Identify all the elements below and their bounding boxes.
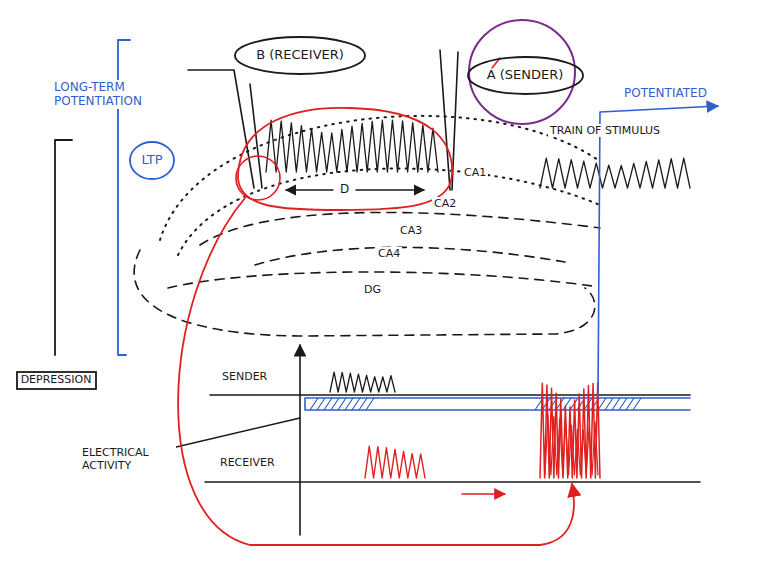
ltp-circle: LTP [129, 141, 175, 180]
receiver-burst [365, 446, 425, 478]
highlight-circle [469, 20, 575, 124]
potentiated-burst [545, 415, 598, 475]
region-outline [255, 247, 565, 265]
pointer-line [598, 106, 718, 396]
annotation: POTENTIATED [622, 86, 709, 100]
node-label: LTP [141, 153, 162, 168]
receiver-axis [205, 481, 700, 483]
outline [468, 57, 583, 94]
potentiated-burst [540, 383, 600, 478]
depression-box: DEPRESSION [16, 371, 97, 390]
neuron-train [266, 120, 438, 172]
region-label: CA1 [462, 166, 488, 179]
outline [17, 372, 96, 389]
region-outline [200, 212, 600, 245]
distance-arrow [286, 189, 333, 190]
region-label: DG [362, 283, 383, 296]
region-label: CA4 [376, 247, 402, 260]
electrode [440, 50, 450, 190]
sender-ellipse: A (SENDER) [467, 56, 584, 95]
bracket [55, 140, 72, 355]
region-outline [178, 169, 600, 255]
outline [130, 142, 174, 179]
axis-label: RECEIVER [218, 456, 277, 469]
baseline-band [305, 398, 690, 410]
receiver-ellipse: B (RECEIVER) [234, 36, 366, 75]
region-label: CA3 [398, 224, 424, 237]
electrode [250, 84, 262, 188]
region-label: CA2 [432, 197, 458, 210]
time-arrow [462, 493, 505, 495]
leader-line [172, 418, 300, 448]
node-label: DEPRESSION [21, 374, 92, 387]
region-outline [160, 116, 598, 240]
highlight-circle [236, 156, 280, 200]
annotation: TRAIN OF STIMULUS [548, 124, 662, 137]
title-note: LONG-TERM POTENTIATION [52, 80, 174, 109]
node-label: B (RECEIVER) [256, 48, 344, 63]
sender-burst [330, 372, 395, 392]
outline [235, 37, 365, 74]
hatching [310, 398, 641, 410]
region-outline [134, 250, 595, 336]
electrode [188, 70, 254, 188]
red-curve [178, 198, 574, 545]
node-label: A (SENDER) [487, 68, 564, 83]
axis-label: SENDER [220, 370, 269, 383]
dimension-label: D [338, 182, 351, 196]
y-axis [299, 345, 301, 535]
sender-axis [210, 394, 690, 396]
distance-arrow [356, 189, 424, 190]
stimulus-train [540, 158, 690, 188]
axis-label: ELECTRICAL ACTIVITY [80, 446, 176, 472]
